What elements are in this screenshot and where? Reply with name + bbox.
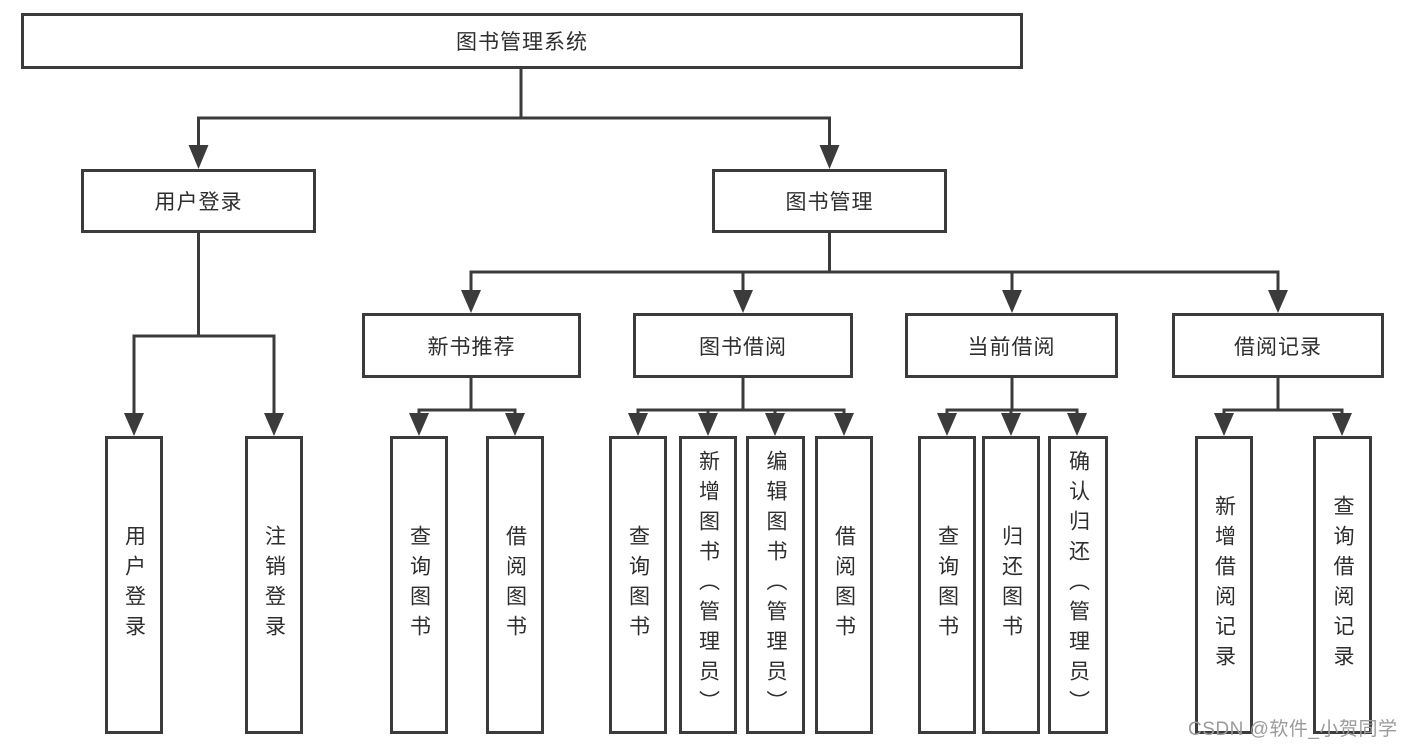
leaf-current-query-label: 查询图书 — [935, 525, 959, 645]
leaf-records-add-label: 新增借阅记录 — [1212, 495, 1236, 675]
node-borrow-records: 借阅记录 — [1172, 313, 1384, 378]
node-current-borrow: 当前借阅 — [905, 313, 1118, 378]
node-new-books: 新书推荐 — [362, 313, 581, 378]
leaf-logout: 注销登录 — [245, 436, 303, 734]
node-user-login: 用户登录 — [81, 169, 316, 233]
leaf-newbooks-query-label: 查询图书 — [407, 525, 431, 645]
leaf-borrow-edit-book-label: 编辑图书（管理员） — [764, 450, 787, 720]
leaf-logout-label: 注销登录 — [262, 525, 286, 645]
leaf-current-return-label: 归还图书 — [999, 525, 1023, 645]
leaf-current-confirm-return: 确认归还（管理员） — [1048, 436, 1108, 734]
leaf-borrow-book: 借阅图书 — [815, 436, 873, 734]
leaf-records-query-label: 查询借阅记录 — [1331, 495, 1354, 675]
node-root: 图书管理系统 — [21, 13, 1023, 69]
leaf-borrow-edit-book: 编辑图书（管理员） — [746, 436, 805, 734]
leaf-records-query: 查询借阅记录 — [1313, 436, 1372, 734]
node-new-books-label: 新书推荐 — [427, 335, 516, 359]
leaf-newbooks-borrow: 借阅图书 — [486, 436, 544, 734]
node-book-mgmt-label: 图书管理 — [785, 191, 874, 214]
leaf-borrow-query: 查询图书 — [609, 436, 667, 734]
leaf-borrow-book-label: 借阅图书 — [832, 525, 856, 645]
leaf-current-return: 归还图书 — [982, 436, 1040, 734]
leaf-newbooks-borrow-label: 借阅图书 — [503, 525, 527, 645]
node-book-borrow: 图书借阅 — [633, 313, 853, 378]
node-user-login-label: 用户登录 — [154, 191, 243, 214]
leaf-user-login-label: 用户登录 — [122, 525, 146, 645]
leaf-current-confirm-return-label: 确认归还（管理员） — [1066, 450, 1090, 720]
leaf-user-login: 用户登录 — [105, 436, 163, 734]
leaf-borrow-add-book-label: 新增图书（管理员） — [696, 450, 720, 720]
node-borrow-records-label: 借阅记录 — [1234, 335, 1322, 359]
arrowheads — [124, 145, 1352, 436]
leaf-current-query: 查询图书 — [918, 436, 976, 734]
leaf-borrow-query-label: 查询图书 — [626, 525, 650, 645]
node-book-mgmt: 图书管理 — [712, 169, 947, 233]
leaf-newbooks-query: 查询图书 — [390, 436, 448, 734]
node-root-label: 图书管理系统 — [456, 31, 588, 54]
leaf-records-add: 新增借阅记录 — [1195, 436, 1253, 734]
node-book-borrow-label: 图书借阅 — [699, 335, 787, 359]
leaf-borrow-add-book: 新增图书（管理员） — [679, 436, 737, 734]
csdn-watermark: CSDN @软件_小贺同学 — [1188, 719, 1398, 740]
node-current-borrow-label: 当前借阅 — [967, 335, 1056, 359]
